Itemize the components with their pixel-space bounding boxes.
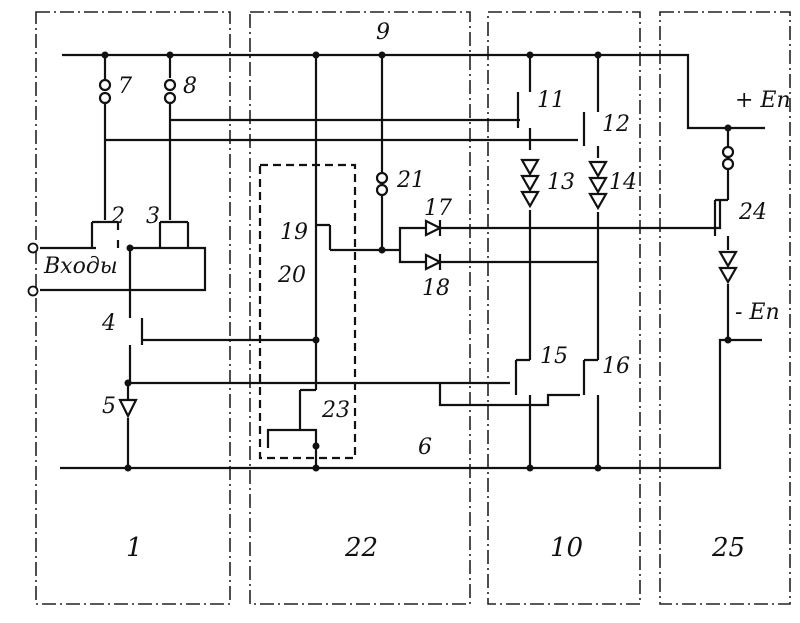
label-13: 13 [547,172,575,194]
diode-14 [590,162,606,208]
current-source-21 [377,52,400,254]
block-25-label: 25 [712,535,745,561]
label-15: 15 [540,346,568,368]
label-14: 14 [609,172,637,194]
input-terminal-1[interactable] [29,244,38,253]
label-plus-supply: + Eп [735,90,791,112]
label-16: 16 [602,356,630,378]
label-7: 7 [118,76,132,98]
block-1-outline [36,12,230,604]
label-12: 12 [602,114,630,136]
label-19: 19 [280,222,308,244]
label-2: 2 [111,206,125,228]
diode-5 [120,380,136,472]
transistor-23 [268,340,320,472]
label-3: 3 [146,206,160,228]
label-23: 23 [322,400,350,422]
bottom-rail [60,340,762,468]
current-source-8 [165,52,175,221]
label-18: 18 [422,278,450,300]
label-9: 9 [376,22,390,44]
transistor-15 [440,360,580,472]
label-24: 24 [739,202,767,224]
label-17: 17 [424,198,452,220]
current-source-24 [723,125,733,201]
label-6: 6 [418,437,432,459]
label-8: 8 [183,76,197,98]
block-10-label: 10 [550,535,583,561]
block-22-label: 22 [345,535,378,561]
transistor-3 [160,222,188,248]
label-minus-supply: - Eп [735,302,780,324]
label-21: 21 [397,170,425,192]
label-11: 11 [537,90,565,112]
block-1-label: 1 [126,535,143,561]
current-source-7 [100,52,110,221]
diode-13 [522,160,538,206]
label-4: 4 [102,313,116,335]
block-22-outline [250,12,470,604]
label-20: 20 [278,265,306,287]
diode-18 [400,250,598,270]
transistor-19-20 [313,52,383,344]
label-inputs: Входы [44,256,118,278]
label-5: 5 [102,396,116,418]
input-terminal-2[interactable] [29,287,38,296]
transistor-16 [584,360,602,472]
